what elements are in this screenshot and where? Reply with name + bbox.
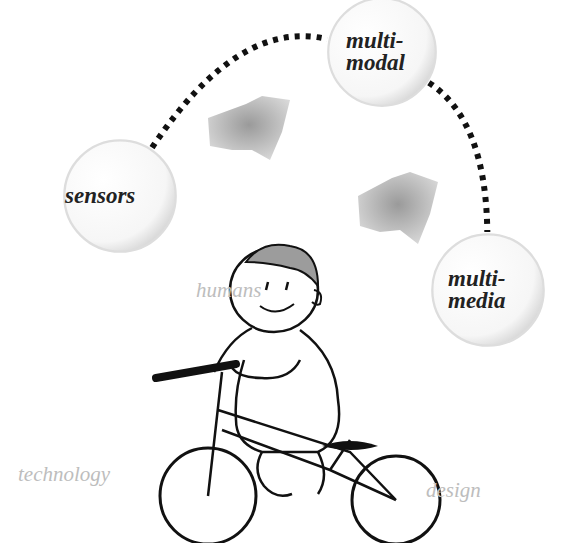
faint-label: technology (18, 462, 110, 487)
child-leg (257, 452, 324, 496)
handlebar (156, 364, 236, 378)
child-eyes (266, 282, 288, 290)
child-ear (312, 290, 321, 305)
topic-circle: multi- media (430, 232, 546, 348)
topic-text: multi- media (448, 268, 528, 312)
topic-text: multi- modal (346, 30, 418, 74)
dotted-arc (429, 83, 487, 232)
child-smile (260, 304, 294, 312)
dotted-arc (152, 36, 327, 147)
topic-circle: sensors (62, 138, 178, 254)
flow-smudge (208, 96, 290, 160)
flow-smudge (358, 172, 438, 244)
faint-label: design (426, 478, 481, 503)
topic-text: sensors (65, 185, 175, 207)
child-arm (232, 360, 300, 378)
topic-circle: multi- modal (326, 0, 438, 108)
child-body (214, 328, 339, 452)
faint-label: humans (196, 278, 261, 303)
